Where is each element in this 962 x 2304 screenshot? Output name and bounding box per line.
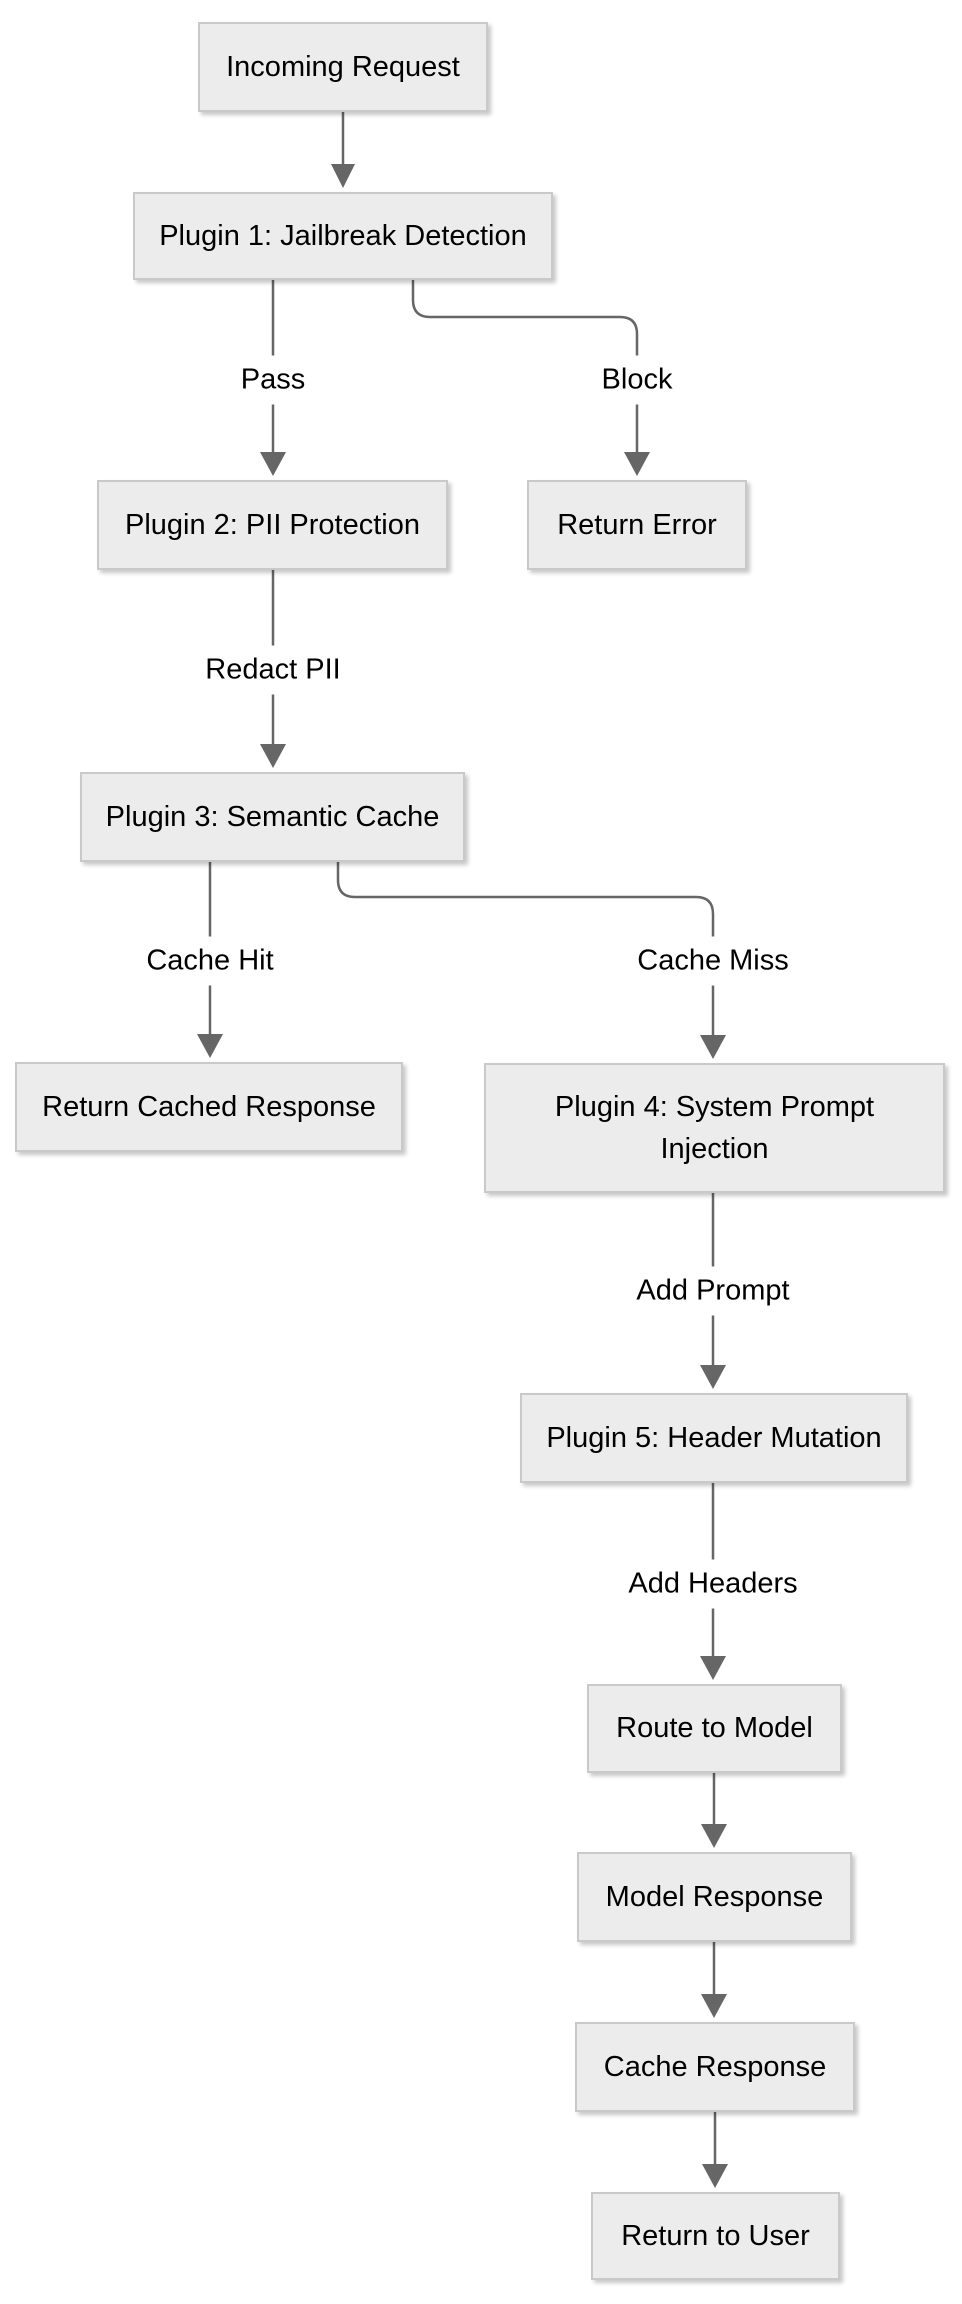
edge-plugin4-to-plugin5-add-prompt: [700, 1193, 726, 1389]
node-plugin4-system-prompt-injection: Plugin 4: System Prompt Injection: [484, 1063, 945, 1193]
node-plugin5-header-mutation: Plugin 5: Header Mutation: [520, 1393, 908, 1483]
edge-plugin1-to-return-error-block: [411, 280, 650, 476]
edge-label-add-headers: Add Headers: [618, 1559, 808, 1609]
edge-plugin2-to-plugin3-redact-pii: [260, 570, 286, 768]
edge-plugin5-to-route-add-headers: [700, 1483, 726, 1680]
node-return-error: Return Error: [527, 480, 747, 570]
edge-label-block: Block: [591, 355, 683, 405]
edge-label-add-prompt: Add Prompt: [626, 1266, 800, 1316]
node-plugin1-jailbreak-detection: Plugin 1: Jailbreak Detection: [133, 192, 553, 280]
node-route-to-model: Route to Model: [587, 1684, 842, 1773]
edge-plugin1-to-plugin2-pass: [260, 280, 286, 476]
edge-label-pass: Pass: [230, 355, 316, 405]
edge-label-cache-miss: Cache Miss: [627, 936, 799, 986]
edge-incoming-to-plugin1: [331, 112, 355, 188]
edge-cache-response-to-return-to-user: [702, 2112, 728, 2188]
node-return-cached-response: Return Cached Response: [15, 1062, 403, 1152]
edge-model-response-to-cache-response: [701, 1942, 727, 2018]
edge-label-redact-pii: Redact PII: [195, 645, 351, 695]
node-return-to-user: Return to User: [591, 2192, 840, 2280]
edge-label-cache-hit: Cache Hit: [136, 936, 284, 986]
node-incoming-request: Incoming Request: [198, 22, 488, 112]
edge-route-to-model-response: [701, 1773, 727, 1848]
edge-plugin3-to-return-cached-cache-hit: [197, 862, 223, 1058]
node-model-response: Model Response: [577, 1852, 852, 1942]
node-cache-response: Cache Response: [575, 2022, 855, 2112]
node-plugin3-semantic-cache: Plugin 3: Semantic Cache: [80, 772, 465, 862]
edge-plugin3-to-plugin4-cache-miss: [336, 862, 726, 1059]
node-plugin2-pii-protection: Plugin 2: PII Protection: [97, 480, 448, 570]
